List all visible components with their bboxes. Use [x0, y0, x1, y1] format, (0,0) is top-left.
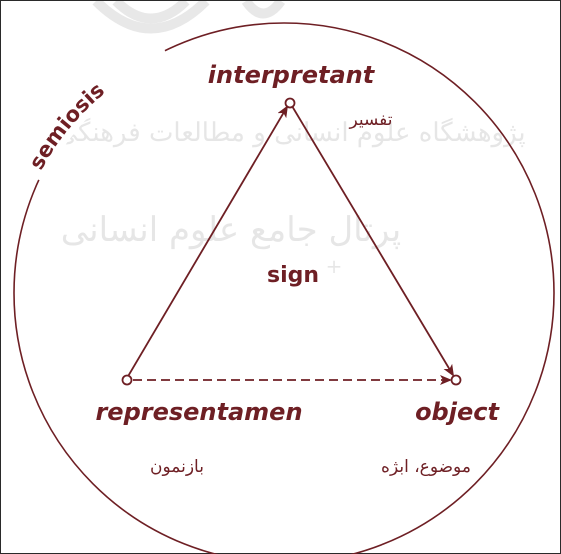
watermark-line-2: پرتال جامع علوم انسانی: [61, 210, 401, 250]
watermark-mark: +: [326, 254, 343, 278]
representamen-label: representamen: [95, 398, 302, 426]
edge-representamen-to-interpretant: [126, 105, 289, 379]
node-interpretant: [284, 97, 296, 109]
node-object: [450, 374, 462, 386]
representamen-translation: بازنمون: [150, 457, 204, 477]
node-representamen: [121, 374, 133, 386]
object-translation: موضوع، ابژه: [381, 457, 471, 477]
watermark-line-1: پژوهشگاه علوم انسانی و مطالعات فرهنگی: [56, 117, 525, 148]
object-label: object: [415, 398, 500, 426]
edge-interpretant-to-object: [291, 105, 455, 377]
interpretant-label: interpretant: [208, 61, 376, 89]
watermark: پژوهشگاه علوم انسانی و مطالعات فرهنگی پر…: [56, 1, 526, 278]
interpretant-translation: تفسیر: [348, 110, 392, 130]
semiosis-circle: [13, 22, 555, 554]
watermark-logo: [92, 1, 286, 34]
sign-label: sign: [267, 263, 319, 288]
semiosis-label-gap: [30, 46, 169, 183]
